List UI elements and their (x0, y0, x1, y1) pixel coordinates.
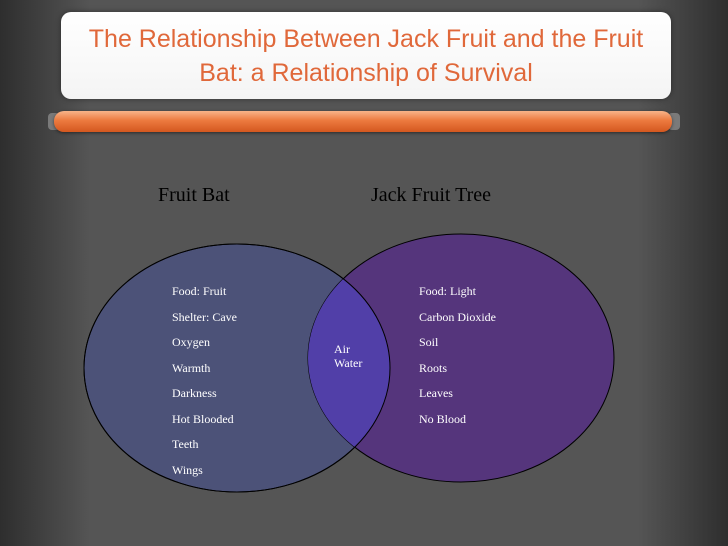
list-item: Darkness (172, 386, 217, 400)
accent-bar (54, 111, 672, 132)
list-item: Wings (172, 462, 203, 477)
list-item: Soil (419, 335, 439, 349)
list-item: Warmth (172, 360, 211, 375)
fruit-bat-circle-outline (83, 243, 391, 493)
list-item: Teeth (172, 437, 199, 451)
list-item: Oxygen (172, 335, 210, 349)
list-item: Leaves (419, 386, 453, 400)
list-item: No Blood (419, 411, 467, 426)
list-item: Carbon Dioxide (419, 309, 496, 324)
list-item: Food: Fruit (172, 284, 227, 298)
fruit-bat-label: Fruit Bat (158, 184, 230, 206)
fruit-bat-items: Food: Fruit Shelter: Cave Oxygen Warmth … (172, 284, 237, 488)
list-item: Water (334, 356, 363, 370)
jack-fruit-tree-label: Jack Fruit Tree (371, 184, 491, 206)
list-item: Shelter: Cave (172, 309, 237, 324)
list-item: Food: Light (419, 284, 477, 298)
slide-title: The Relationship Between Jack Fruit and … (88, 24, 644, 87)
list-item: Roots (419, 360, 448, 375)
title-box: The Relationship Between Jack Fruit and … (61, 12, 671, 99)
list-item: Hot Blooded (172, 411, 234, 426)
list-item: Air (334, 342, 350, 356)
jack-fruit-tree-items: Food: Light Carbon Dioxide Soil Roots Le… (419, 284, 496, 437)
overlap-items: Air Water (334, 342, 362, 370)
